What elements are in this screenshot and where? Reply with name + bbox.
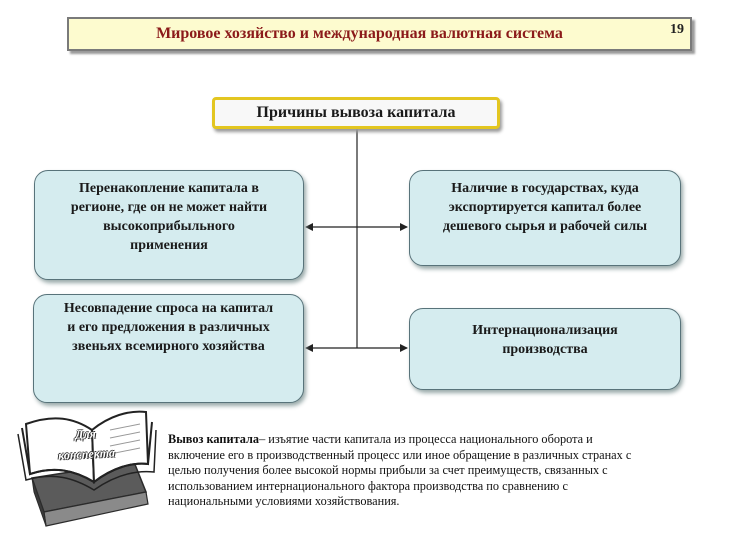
cause-cheap-resources: Наличие в государствах, куда экспортируе… xyxy=(409,170,681,266)
title-bar: Мировое хозяйство и международная валютн… xyxy=(67,17,692,51)
cause-overaccumulation: Перенакопление капитала в регионе, где о… xyxy=(34,170,304,280)
cause-supply-demand-mismatch: Несовпадение спроса на капитал и его пре… xyxy=(33,294,304,403)
page-number: 19 xyxy=(670,22,684,37)
cause-internationalization: Интернационализация производства xyxy=(409,308,681,390)
root-node: Причины вывоза капитала xyxy=(212,97,500,129)
book-icon xyxy=(17,410,157,527)
note-badge: Для конспекта xyxy=(57,426,116,463)
definition-text: Вывоз капитала– изъятие части капитала и… xyxy=(168,432,632,508)
slide-title: Мировое хозяйство и международная валютн… xyxy=(156,25,563,42)
definition-term: Вывоз капитала xyxy=(168,432,260,446)
